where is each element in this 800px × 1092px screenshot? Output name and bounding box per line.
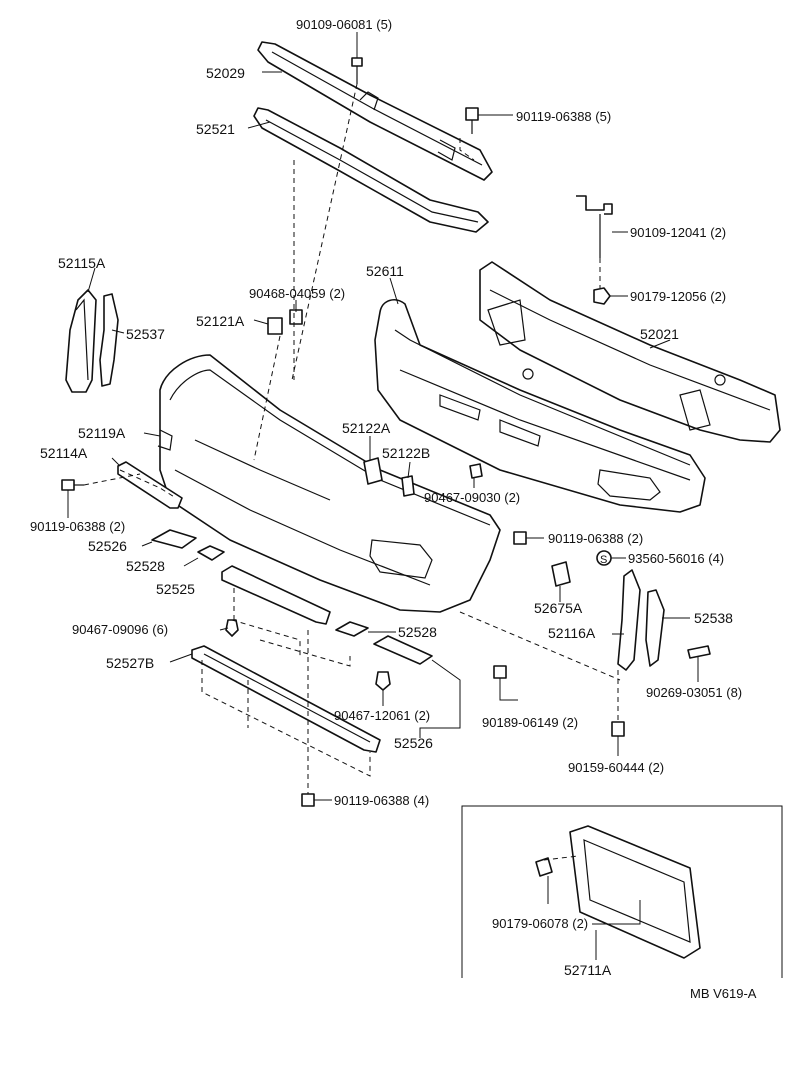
part-labels: 90109-06081 (5) 52029 90119-06388 (5) 52… [30, 17, 757, 1001]
screw-icon [61, 479, 84, 491]
label-52527b: 52527B [106, 655, 154, 671]
part-52116a-retainer [617, 569, 641, 671]
symbol-s-icon: S [596, 550, 612, 566]
label-52121a: 52121A [196, 313, 245, 329]
part-52119a-bumper-cover [157, 354, 501, 613]
label-90159-60444: 90159-60444 (2) [568, 760, 664, 775]
label-52122b: 52122B [382, 445, 430, 461]
label-52116a: 52116A [548, 625, 596, 641]
part-52521-absorber [253, 107, 489, 233]
label-52122a: 52122A [342, 420, 391, 436]
label-52525: 52525 [156, 581, 195, 597]
part-52527b-spoiler [191, 645, 381, 753]
label-52711a: 52711A [564, 962, 612, 978]
part-52528-pad [335, 621, 369, 637]
label-90467-12061: 90467-12061 (2) [334, 708, 430, 723]
label-52611: 52611 [366, 263, 404, 279]
part-52526-pad [373, 635, 433, 665]
part-52122b-spacer [401, 475, 415, 497]
bolt-icon [576, 195, 613, 258]
assembly-lines [83, 83, 621, 861]
label-52528-left: 52528 [126, 558, 165, 574]
clip-icon [469, 463, 483, 479]
label-90179-12056: 90179-12056 (2) [630, 289, 726, 304]
label-52538: 52538 [694, 610, 733, 626]
diagram-code: MB V619-A [690, 986, 757, 1001]
label-52021: 52021 [640, 326, 679, 342]
bolt-icon [301, 793, 315, 807]
label-90467-09096: 90467-09096 (6) [72, 622, 168, 637]
license-bracket-box [461, 805, 783, 978]
part-52525-grille [221, 565, 331, 625]
part-52021-reinforcement [479, 261, 781, 443]
label-52029: 52029 [206, 65, 245, 81]
bolt-icon [465, 107, 479, 134]
clip-icon [267, 309, 303, 335]
pin-icon [687, 645, 711, 659]
label-52537: 52537 [126, 326, 165, 342]
label-52119a: 52119A [78, 425, 126, 441]
label-52526-right: 52526 [394, 735, 433, 751]
label-90119-06388-2-left: 90119-06388 (2) [30, 519, 125, 534]
part-52611-bumper [374, 299, 706, 513]
label-52528-right: 52528 [398, 624, 437, 640]
label-93560-56016: 93560-56016 (4) [628, 551, 724, 566]
part-52114a-bracket [117, 461, 183, 509]
screw-icon [493, 665, 507, 679]
label-90189-06149: 90189-06149 (2) [482, 715, 578, 730]
label-52521: 52521 [196, 121, 235, 137]
label-90119-06388-4: 90119-06388 (4) [334, 793, 429, 808]
part-52122a-spacer [363, 457, 383, 485]
label-90109-06081: 90109-06081 (5) [296, 17, 392, 32]
label-90467-09030: 90467-09030 (2) [424, 490, 520, 505]
bolt-icon [351, 57, 363, 84]
label-52115a: 52115A [58, 255, 106, 271]
part-52537-spacer [99, 293, 119, 387]
label-90119-06388-2-right: 90119-06388 (2) [548, 531, 643, 546]
screw-icon [611, 721, 625, 737]
part-52115a-retainer [65, 289, 97, 393]
label-90269-03051: 90269-03051 (8) [646, 685, 742, 700]
leader-lines [67, 32, 699, 960]
symbol-s: S [600, 554, 607, 566]
part-52526-pad [151, 529, 197, 549]
label-52526-left: 52526 [88, 538, 127, 554]
label-52114a: 52114A [40, 445, 88, 461]
clip-icon [375, 671, 391, 691]
screw-icon [513, 531, 527, 545]
clip-icon [551, 561, 571, 587]
label-90119-06388-5: 90119-06388 (5) [516, 109, 611, 124]
label-90179-06078: 90179-06078 (2) [492, 916, 588, 931]
label-52675a: 52675A [534, 600, 583, 616]
part-52029-reinforcement [257, 41, 493, 181]
part-52528-pad [197, 545, 225, 561]
label-90468-04059: 90468-04059 (2) [249, 286, 345, 301]
part-52538-spacer [645, 589, 665, 667]
nut-icon [593, 287, 611, 305]
label-90109-12041: 90109-12041 (2) [630, 225, 726, 240]
